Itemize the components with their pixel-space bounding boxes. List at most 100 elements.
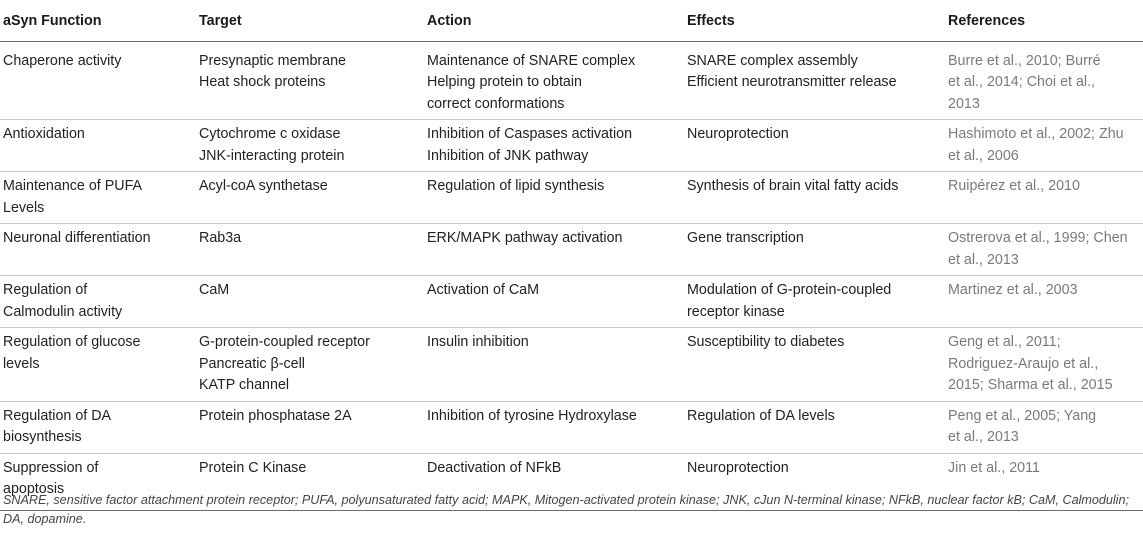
cell-action: Insulin inhibition [427,327,687,402]
cell-target: Rab3a [199,223,427,276]
cell-references: Jin et al., 2011 [948,453,1143,511]
cell-line: Inhibition of JNK pathway [427,147,589,164]
cell-line: Chaperone activity [3,52,122,69]
cell-line: Neuroprotection [687,126,789,142]
cell-asyn-function: Antioxidation [0,119,199,172]
cell-line: Ruipérez et al., 2010 [948,178,1080,194]
cell-effects: Neuroprotection [687,119,948,172]
cell-line: G-protein-coupled receptor [199,334,370,350]
cell-line: Susceptibility to diabetes [687,334,845,350]
cell-line: 2015; Sharma et al., 2015 [948,377,1113,393]
table-header: aSyn Function Target Action Effects Refe… [0,2,1143,42]
cell-references: Ostrerova et al., 1999; Chen et al., 2013 [948,223,1143,276]
cell-line: Gene transcription [687,230,804,246]
cell-line: receptor kinase [687,303,785,320]
cell-line: Maintenance of SNARE complex [427,52,636,69]
cell-asyn-function: Neuronal differentiation [0,223,199,276]
cell-line: Helping protein to obtain [427,74,582,90]
cell-line: Regulation of glucose [3,334,141,350]
header-action: Action [427,2,687,42]
cell-line: Pancreatic β-cell [199,355,305,372]
cell-references: Geng et al., 2011; Rodriguez-Araujo et al… [948,327,1143,402]
header-asyn-function: aSyn Function [0,2,199,42]
cell-line: Deactivation of NFkB [427,459,562,476]
cell-references: Ruipérez et al., 2010 [948,171,1143,224]
cell-line: et al., 2014; Choi et al., [948,74,1096,90]
table-row: Regulation of DA biosynthesis Protein phos… [0,401,1143,454]
cell-line: Regulation of DA levels [687,407,835,424]
cell-line: Inhibition of Caspases activation [427,126,633,142]
cell-line: Regulation of [3,282,88,298]
cell-line: Calmodulin activity [3,303,123,320]
cell-line: Cytochrome c oxidase [199,126,341,142]
cell-line: Inhibition of tyrosine Hydroxylase [427,407,637,424]
cell-line: JNK-interacting protein [199,147,345,164]
cell-asyn-function: Regulation of DA biosynthesis [0,401,199,454]
cell-line: Synthesis of brain vital fatty acids [687,178,899,194]
cell-action: Inhibition of tyrosine Hydroxylase [427,401,687,454]
cell-asyn-function: Regulation of glucose levels [0,327,199,402]
cell-line: Hashimoto et al., 2002; Zhu [948,126,1124,142]
cell-line: Regulation of DA [3,407,112,424]
cell-effects: Modulation of G-protein-coupled receptor … [687,275,948,328]
cell-line: KATP channel [199,377,290,393]
cell-effects: Regulation of DA levels [687,401,948,454]
cell-references: Burre et al., 2010; Burré et al., 2014; C… [948,41,1143,120]
cell-line: et al., 2013 [948,429,1019,445]
cell-line: Levels [3,199,45,216]
cell-action: Deactivation of NFkB [427,453,687,511]
cell-target: Protein phosphatase 2A [199,401,427,454]
cell-line: Neuroprotection [687,459,789,476]
cell-line: Presynaptic membrane [199,52,347,69]
cell-line: Modulation of G-protein-coupled [687,282,892,298]
cell-line: Protein C Kinase [199,459,307,476]
cell-line: et al., 2013 [948,251,1019,268]
cell-line: apoptosis [3,481,65,497]
cell-effects: Neuroprotection [687,453,948,511]
cell-effects: Gene transcription [687,223,948,276]
cell-line: Geng et al., 2011; [948,334,1061,350]
cell-references: Peng et al., 2005; Yang et al., 2013 [948,401,1143,454]
header-effects: Effects [687,2,948,42]
cell-line: correct conformations [427,95,565,112]
cell-line: CaM [199,282,230,298]
cell-line: Neuronal differentiation [3,230,151,246]
asyn-function-table: aSyn Function Target Action Effects Refe… [0,2,1143,511]
cell-asyn-function: Chaperone activity [0,41,199,120]
cell-effects: Synthesis of brain vital fatty acids [687,171,948,224]
cell-asyn-function: Regulation of Calmodulin activity [0,275,199,328]
cell-action: Activation of CaM [427,275,687,328]
cell-references: Martinez et al., 2003 [948,275,1143,328]
cell-line: Activation of CaM [427,282,540,298]
cell-line: Regulation of lipid synthesis [427,178,605,194]
cell-line: Burre et al., 2010; Burré [948,52,1101,69]
header-references: References [948,2,1143,42]
cell-action: Regulation of lipid synthesis [427,171,687,224]
cell-target: Protein C Kinase [199,453,427,511]
table-row: Regulation of glucose levels G-protein-cou… [0,327,1143,402]
cell-line: Peng et al., 2005; Yang [948,407,1097,424]
cell-line: Protein phosphatase 2A [199,407,352,424]
cell-line: Antioxidation [3,126,85,142]
cell-line: biosynthesis [3,429,82,445]
cell-line: levels [3,355,40,372]
cell-line: Rodriguez-Araujo et al., [948,355,1099,372]
cell-line: Heat shock proteins [199,74,326,90]
cell-effects: Susceptibility to diabetes [687,327,948,402]
cell-line: Ostrerova et al., 1999; Chen [948,230,1128,246]
cell-line: Jin et al., 2011 [948,459,1040,476]
header-row: aSyn Function Target Action Effects Refe… [0,2,1143,42]
cell-line: Rab3a [199,230,242,246]
